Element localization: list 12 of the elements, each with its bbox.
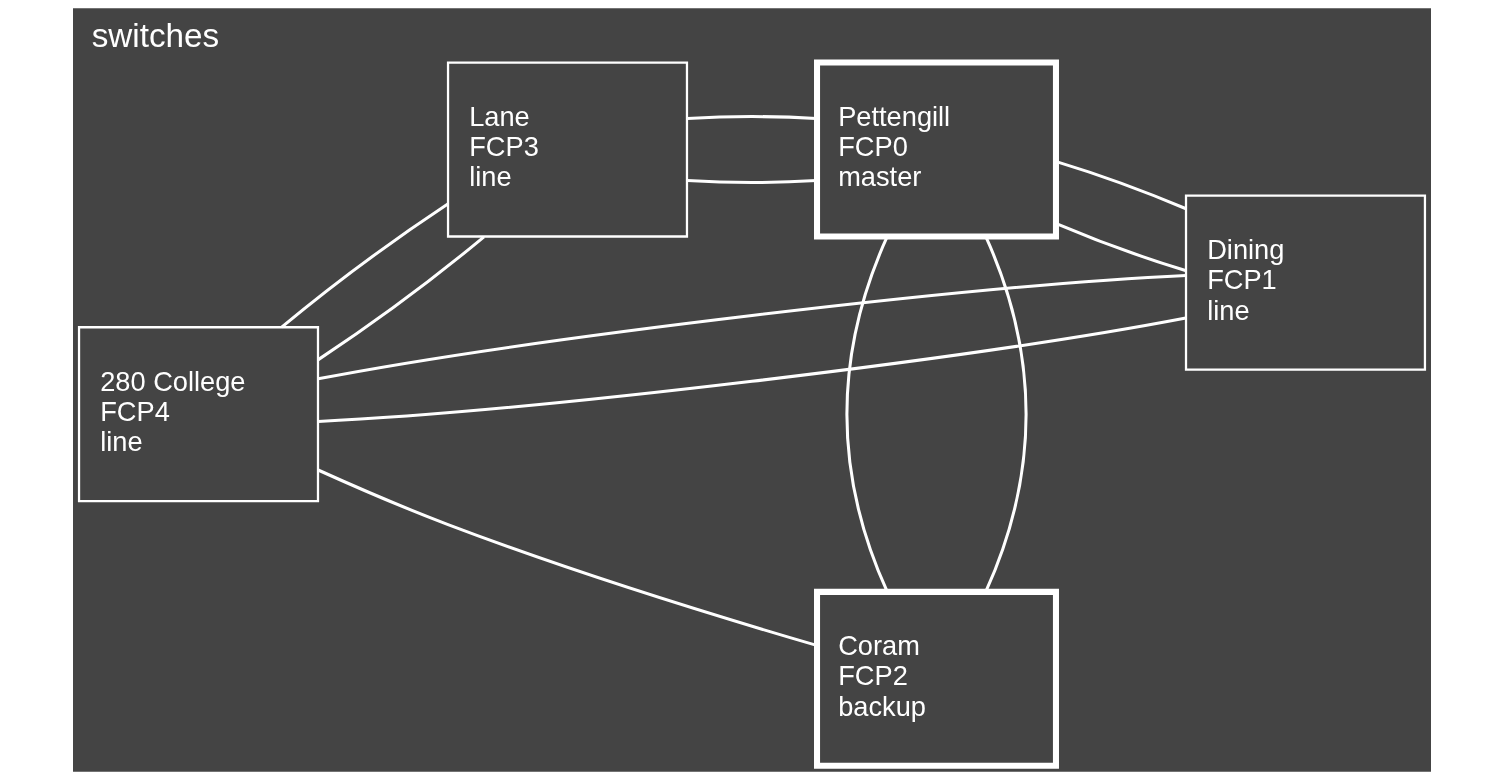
node-box: Lane FCP3 line	[446, 61, 689, 238]
node-box: Pettengill FCP0 master	[814, 59, 1059, 240]
connector	[280, 202, 449, 329]
connector	[687, 179, 817, 184]
node-box: Coram FCP2 backup	[814, 588, 1059, 769]
connector	[318, 316, 1187, 423]
diagram-title: switches	[91, 16, 220, 54]
node-box: Dining FCP1 line	[1184, 194, 1427, 371]
node-box: 280 College FCP4 line	[77, 326, 320, 503]
connector	[317, 235, 485, 361]
connector	[317, 273, 1186, 381]
connector	[687, 115, 817, 121]
